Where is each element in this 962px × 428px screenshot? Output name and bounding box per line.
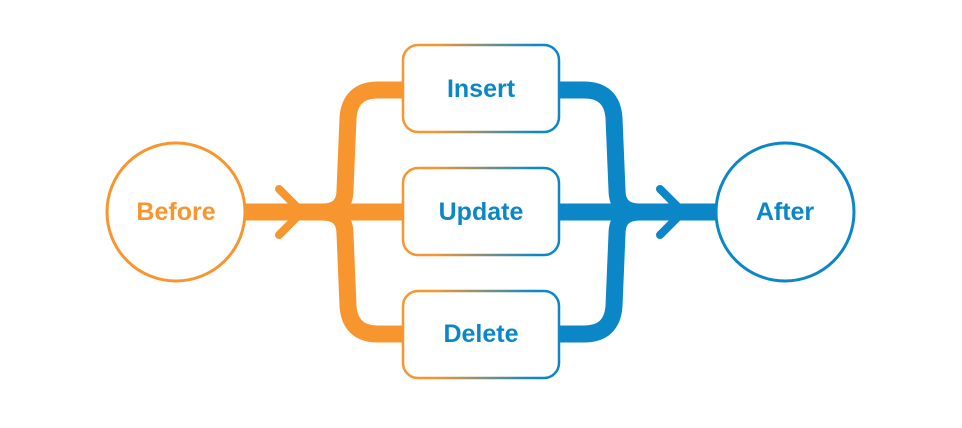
after-label: After [756,198,815,226]
insert-label: Insert [447,75,516,103]
chevron-right-icon [656,185,689,239]
chevron-right-icon [275,185,308,239]
before-to-delete-line [321,203,404,343]
delete-label: Delete [443,320,518,348]
delete-box: Delete [401,289,561,380]
before-to-insert-line [321,81,404,221]
output-flows [558,81,718,343]
input-flows [244,81,404,343]
insert-box: Insert [401,43,561,134]
before-node: Before [105,141,247,283]
delete-to-after-line [558,203,641,343]
before-label: Before [136,198,215,226]
insert-to-after-line [558,81,641,221]
after-node: After [714,141,856,283]
update-box: Update [401,166,561,257]
update-label: Update [439,198,524,226]
